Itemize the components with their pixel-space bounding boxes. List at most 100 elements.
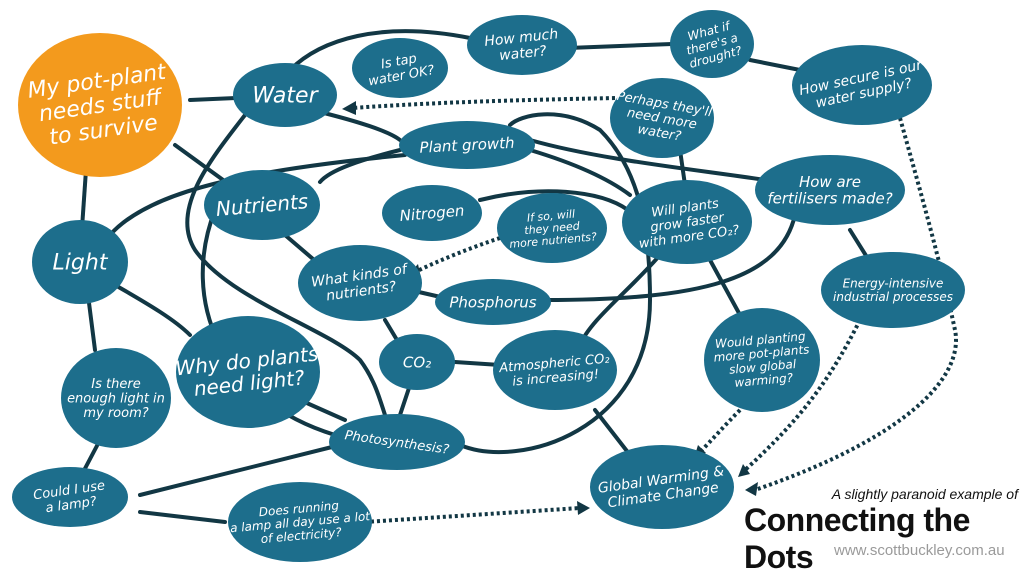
node-tap: Is tapwater OK?: [352, 38, 448, 98]
node-lamp: Could I usea lamp?: [12, 467, 128, 527]
edge-growth-grow: [528, 148, 632, 197]
node-ifso-line: they need: [524, 219, 581, 237]
dotted-planting-gw: [698, 408, 742, 454]
node-drought-label: What ifthere's adrought?: [681, 17, 744, 71]
node-co2-label: CO₂: [403, 353, 431, 371]
node-root: My pot-plantneeds stuffto survive: [18, 33, 182, 177]
node-enough-line: Is there: [91, 377, 140, 392]
dotted-energy-gw: [743, 319, 862, 472]
node-light-label: Light: [53, 251, 109, 276]
node-secure-bubble: [792, 45, 932, 125]
arrowhead-gw-right: [745, 482, 758, 496]
dotted-perhaps-water: [351, 96, 616, 110]
node-running-bubble: [228, 482, 372, 562]
edge-drought-secure: [748, 58, 802, 72]
edge-root-nutrients: [173, 143, 232, 187]
node-phosphorus-bubble: [435, 279, 551, 325]
node-light-bubble: [32, 220, 128, 304]
edge-lamp-running: [138, 510, 227, 524]
edge-water-howmuch: [288, 29, 472, 72]
node-perhaps: Perhaps they'llneed morewater?: [610, 78, 714, 158]
edge-grow-planting: [708, 258, 742, 317]
node-nitrogen: Nitrogen: [382, 185, 482, 241]
node-nitrogen-label: Nitrogen: [399, 201, 465, 225]
edge-co2-atmo: [453, 360, 502, 367]
node-fertilisers-line: fertilisers made?: [767, 190, 892, 208]
node-photo-bubble: [329, 414, 465, 470]
node-grow-bubble: [622, 180, 752, 264]
node-planting-label: Would plantingmore pot-plantsslow global…: [712, 329, 812, 391]
node-co2-line: CO₂: [403, 353, 431, 371]
edge-loop-water-photo: [185, 113, 387, 417]
node-lamp-line: a lamp?: [45, 494, 98, 516]
node-running: Does runninga lamp all day use a lotof e…: [228, 482, 372, 562]
node-planting-line: slow global: [729, 357, 798, 377]
node-water-line: Water: [252, 84, 319, 109]
connections: [78, 29, 958, 524]
node-phosphorus: Phosphorus: [435, 279, 551, 325]
edge-co2-photo: [398, 383, 412, 417]
node-growth-label: Plant growth: [419, 134, 515, 157]
nodes: My pot-plantneeds stuffto surviveWaterIs…: [12, 10, 965, 562]
node-howmuch-bubble: [467, 15, 577, 75]
node-water-bubble: [233, 63, 337, 127]
node-howmuch: How muchwater?: [467, 15, 577, 75]
dotted-ifso-kinds: [414, 236, 501, 274]
node-fertilisers-bubble: [755, 155, 905, 225]
node-nutrients-bubble: [204, 170, 320, 240]
node-energy-bubble: [821, 252, 965, 328]
edge-light-why: [113, 283, 192, 337]
edge-root-water: [188, 96, 238, 102]
node-enough-line: my room?: [83, 406, 148, 421]
node-light-line: Light: [53, 251, 109, 276]
node-atmo: Atmospheric CO₂is increasing!: [493, 330, 617, 410]
edge-lamp-photo: [138, 443, 342, 497]
node-ifso-line: If so, will: [526, 207, 575, 224]
node-drought-bubble: [670, 10, 754, 78]
edge-atmo-gw: [593, 408, 632, 457]
edge-growth-light: [108, 153, 407, 237]
node-water: Water: [233, 63, 337, 127]
caption-title: Connecting the Dots: [744, 502, 970, 575]
node-lamp-bubble: [12, 467, 128, 527]
dotted-secure-gw: [754, 117, 958, 492]
node-tap-line: Is tap: [380, 51, 418, 72]
node-co2-bubble: [379, 334, 455, 390]
node-fertilisers-line: How are: [799, 173, 861, 191]
node-planting-line: warming?: [734, 371, 794, 390]
node-photo: Photosynthesis?: [329, 414, 465, 470]
dotted-running-gw: [364, 506, 581, 524]
edge-loop-photo-gw: [458, 112, 653, 454]
node-phosphorus-line: Phosphorus: [449, 293, 536, 311]
node-light: Light: [32, 220, 128, 304]
node-atmo-bubble: [493, 330, 617, 410]
node-enough-bubble: [61, 348, 171, 448]
node-planting: Would plantingmore pot-plantsslow global…: [704, 308, 820, 412]
node-secure: How secure is ourwater supply?: [792, 45, 932, 125]
caption-subtitle: A slightly paranoid example of: [831, 486, 1018, 502]
node-root-label: My pot-plantneeds stuffto survive: [26, 60, 175, 153]
edge-light-enough: [86, 293, 97, 352]
node-running-line: Does running: [258, 498, 340, 519]
edge-water-growth: [318, 110, 402, 142]
node-nitrogen-line: Nitrogen: [399, 201, 465, 225]
node-growth: Plant growth: [399, 121, 535, 169]
node-gw-bubble: [590, 445, 734, 529]
node-growth-line: Plant growth: [419, 134, 515, 157]
node-howmuch-line: water?: [499, 43, 548, 64]
node-growth-bubble: [399, 121, 535, 169]
arrowhead-gw-left: [577, 501, 590, 515]
node-ifso: If so, willthey needmore nutrients?: [497, 193, 607, 263]
edge-growth-nutrients: [318, 148, 402, 184]
node-energy-line: Energy-intensive: [843, 276, 944, 290]
node-why: Why do plantsneed light?: [174, 316, 320, 428]
node-nutrients: Nutrients: [204, 170, 320, 240]
arrowhead-water: [342, 101, 356, 115]
node-planting-bubble: [704, 308, 820, 412]
node-kinds: What kinds ofnutrients?: [298, 245, 422, 321]
edge-howmuch-drought: [566, 42, 674, 50]
